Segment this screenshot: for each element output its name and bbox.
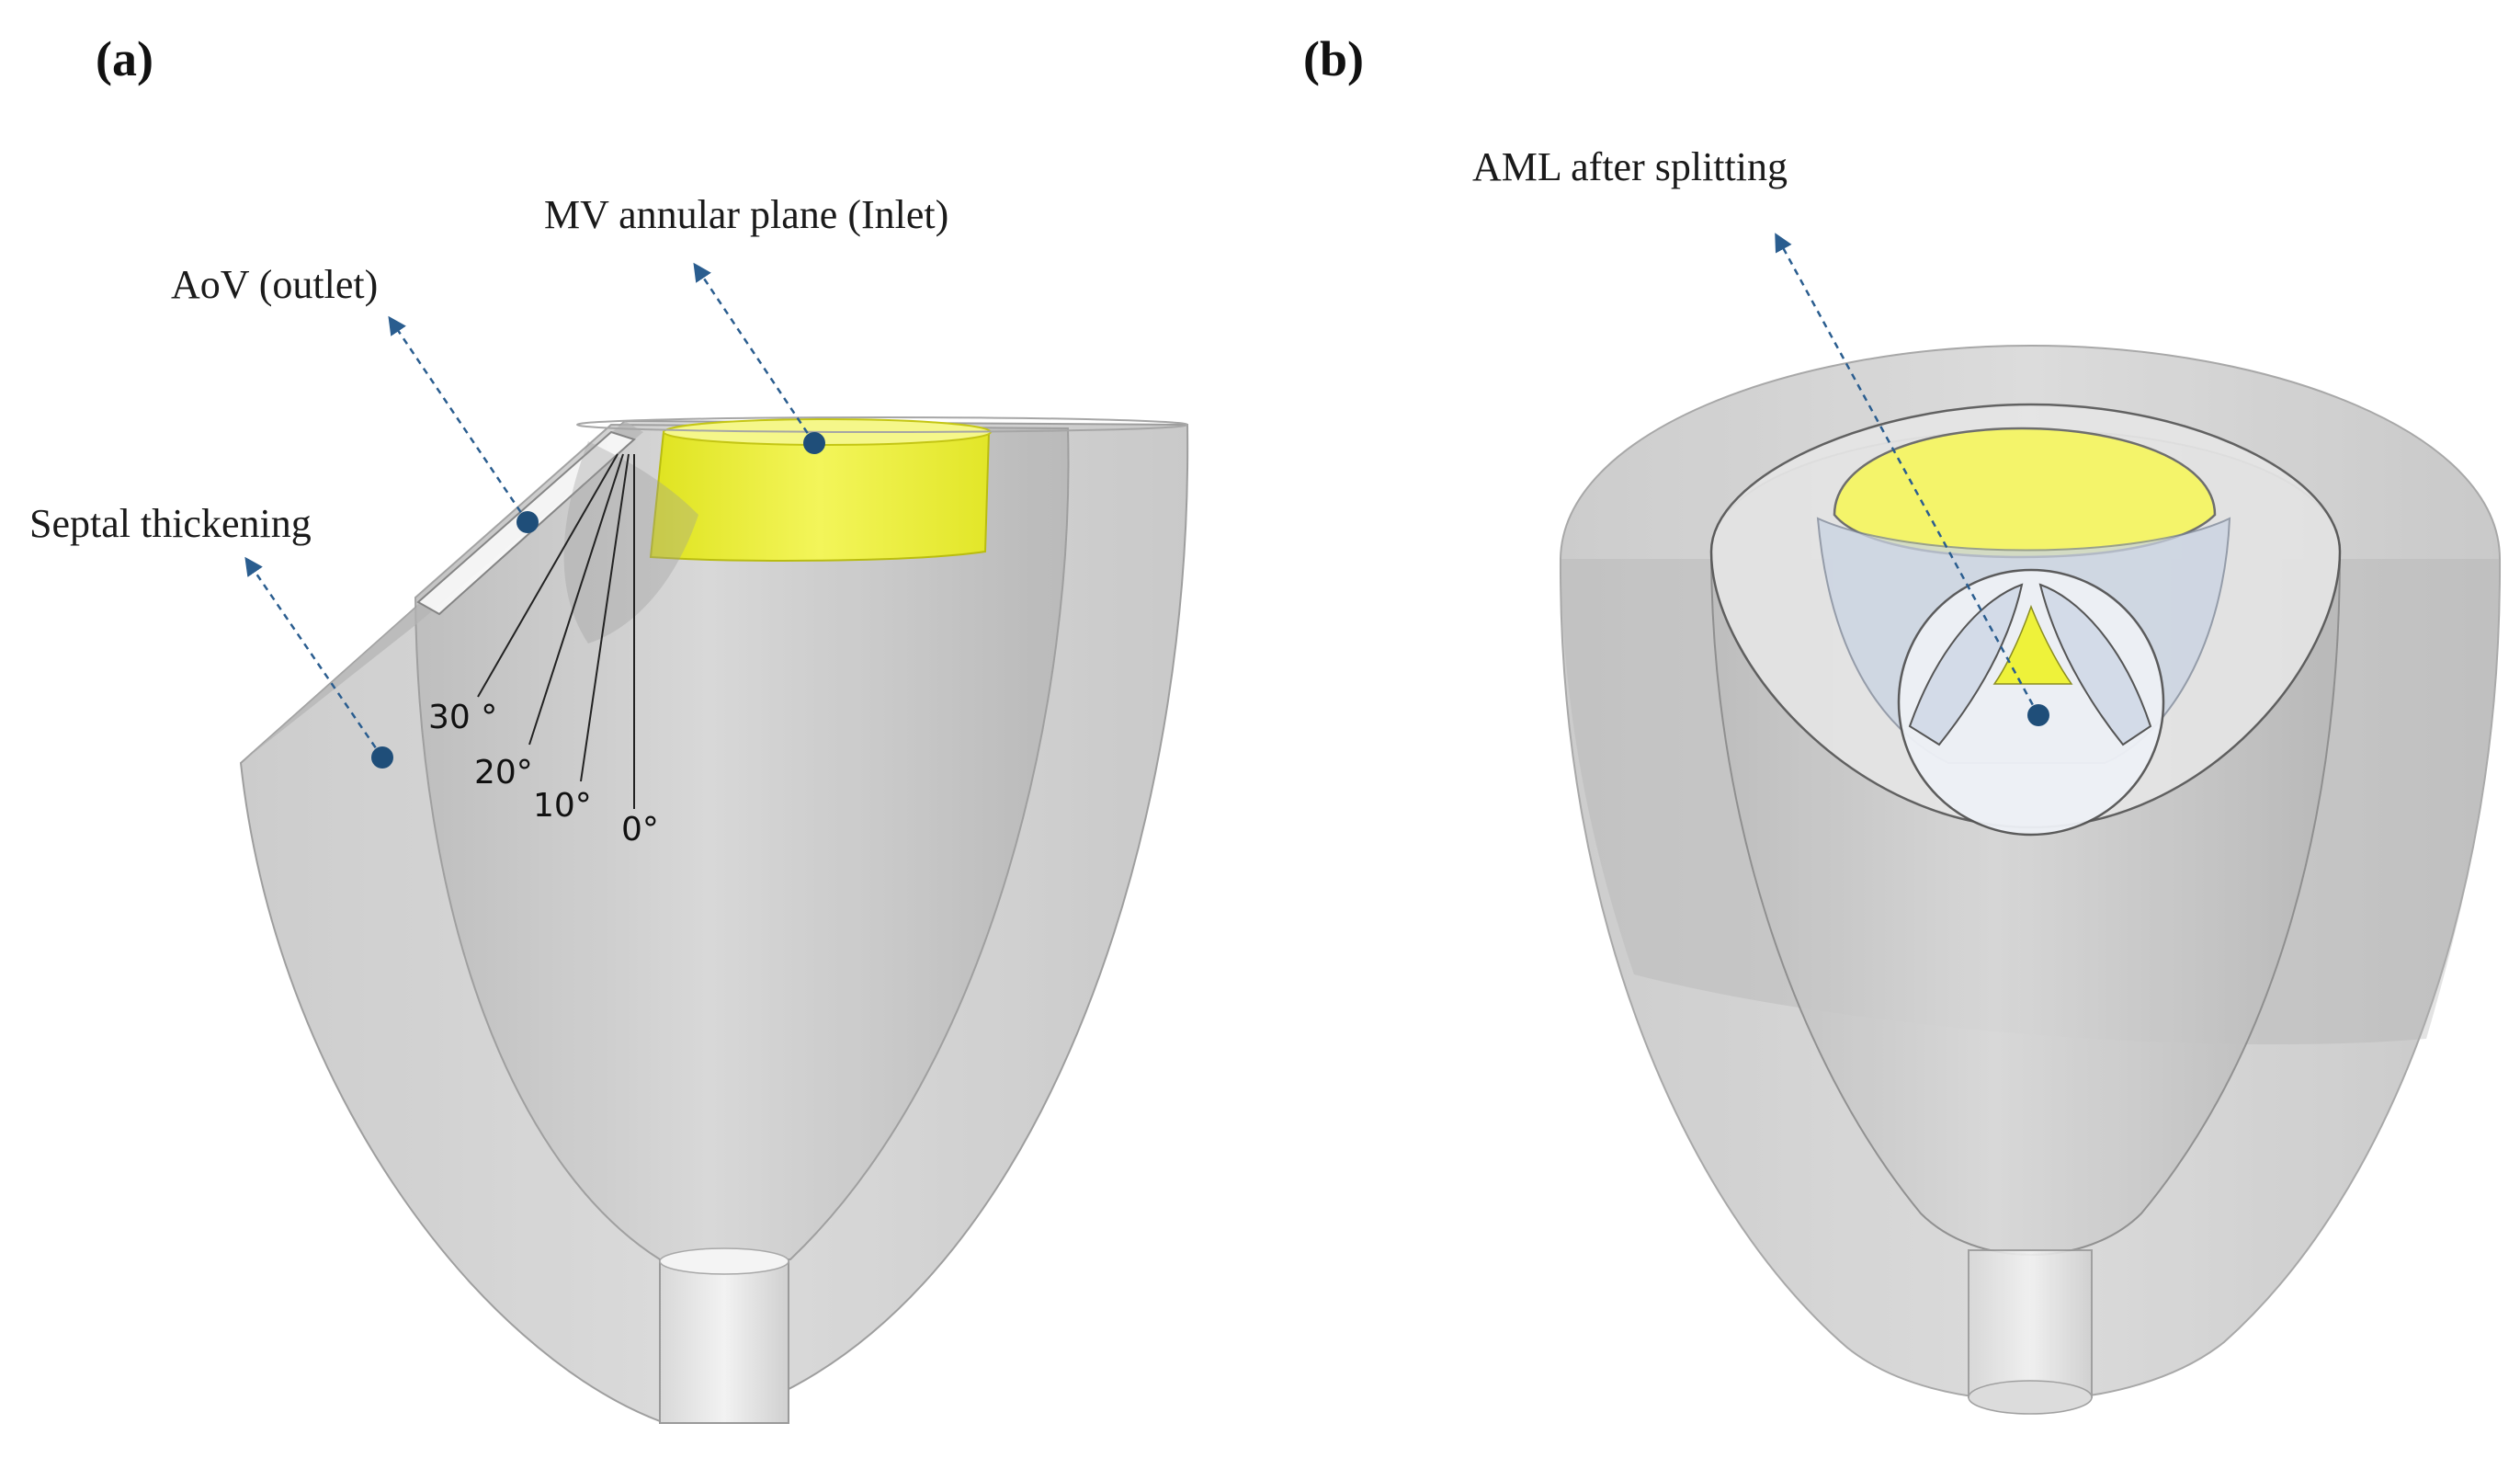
angle-label-20: 20° bbox=[474, 754, 533, 791]
label-septal: Septal thickening bbox=[29, 501, 312, 546]
label-aov-outlet: AoV (outlet) bbox=[171, 262, 378, 307]
apical-tube-b bbox=[1968, 1249, 2093, 1398]
marker-mv-inlet bbox=[803, 432, 825, 454]
angle-label-0: 0° bbox=[621, 811, 659, 848]
angle-label-10: 10° bbox=[533, 787, 592, 825]
aml-split-right bbox=[2038, 583, 2152, 746]
leader-septal bbox=[244, 556, 384, 758]
marker-septal bbox=[371, 746, 393, 769]
marker-aml bbox=[2027, 704, 2049, 726]
label-mv-inlet: MV annular plane (Inlet) bbox=[544, 192, 948, 237]
apical-tube bbox=[659, 1258, 789, 1424]
angle-label-30: 30 ° bbox=[428, 699, 497, 736]
angle-guides bbox=[477, 453, 635, 809]
outer-rim bbox=[576, 416, 1188, 433]
apical-tube-rim bbox=[659, 1247, 789, 1275]
label-aml: AML after splitting bbox=[1472, 144, 1788, 189]
aml-split-left bbox=[1908, 583, 2024, 746]
panel-b: (b) AML after splitting bbox=[1303, 31, 2502, 1415]
panel-a-tag: (a) bbox=[96, 31, 153, 86]
panel-b-tag: (b) bbox=[1303, 31, 1364, 86]
lv-inner-cavity bbox=[414, 423, 1070, 1260]
aortic-fold-shadow bbox=[563, 441, 698, 643]
angle-line-20 bbox=[528, 453, 624, 746]
leader-mv-inlet bbox=[693, 262, 816, 444]
panel-a: (a) 30 ° 20° 10° 0° bbox=[29, 31, 1189, 1424]
leader-aov bbox=[388, 315, 529, 523]
aml-gap-yellow bbox=[1992, 604, 2073, 685]
angle-line-30 bbox=[477, 453, 619, 698]
mv-inlet-band bbox=[649, 431, 991, 562]
angle-line-10 bbox=[580, 453, 630, 782]
apical-tube-b-end bbox=[1968, 1380, 2093, 1415]
marker-aov bbox=[516, 511, 539, 533]
